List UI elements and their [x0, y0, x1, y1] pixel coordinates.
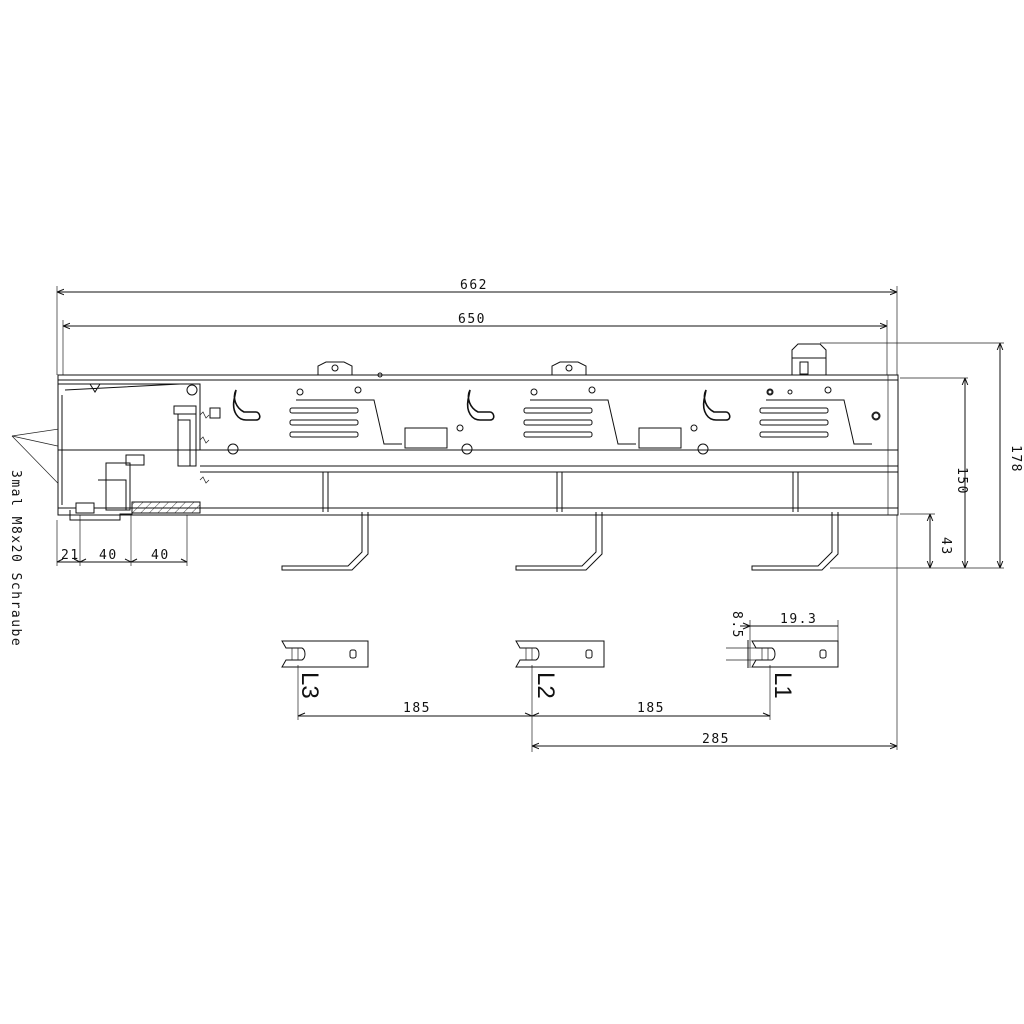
- dimension-lines: [56, 286, 1004, 752]
- dim-185-right: 185: [637, 701, 665, 716]
- dim-285: 285: [702, 732, 730, 747]
- dim-650: 650: [458, 312, 486, 327]
- dim-178: 178: [1008, 445, 1023, 473]
- switch-body: [57, 374, 899, 521]
- terminal-top-l1: [751, 640, 839, 668]
- phase-label-l2: L2: [532, 672, 559, 699]
- phase-module-l1: [697, 386, 881, 571]
- phase-module-l3: [227, 361, 464, 571]
- dim-185-left: 185: [403, 701, 431, 716]
- screw-note: 3mal M8x20 Schraube: [8, 470, 23, 647]
- terminal-top-l2: [515, 640, 605, 668]
- dim-43: 43: [938, 537, 953, 556]
- dim-21: 21: [61, 548, 80, 563]
- dimension-texts: 662 650 178 150 43 21 40 40 185 185 285 …: [61, 278, 1023, 747]
- dim-8-5: 8.5: [729, 611, 744, 639]
- dim-150: 150: [954, 467, 969, 495]
- phase-label-l3: L3: [296, 672, 323, 699]
- terminal-top-l3: [281, 640, 369, 668]
- dim-40a: 40: [99, 548, 118, 563]
- dim-19-3: 19.3: [780, 612, 817, 627]
- right-end-drive: [767, 343, 880, 420]
- phase-module-l2: [461, 361, 698, 571]
- phase-label-l1: L1: [769, 672, 796, 699]
- dim-40b: 40: [151, 548, 170, 563]
- dim-662: 662: [460, 278, 488, 293]
